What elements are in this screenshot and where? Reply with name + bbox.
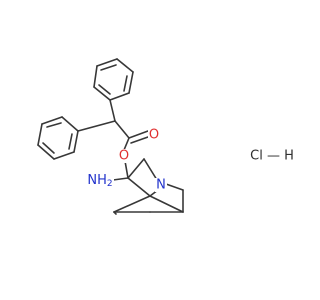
- bond-right-bottom-to-bridgehead: [149, 195, 184, 213]
- hydrochloride-label: Cl — H: [250, 149, 294, 164]
- bond-upper-phenyl-inner-1: [100, 64, 117, 71]
- bond-upper-phenyl-2: [116, 58, 134, 73]
- bond-lower-phenyl-to-ch: [77, 120, 116, 132]
- bond-lower-phenyl-inner-1: [46, 122, 62, 128]
- bond-n-to-right-ch2: [165, 183, 184, 191]
- amine-subscript: 2: [107, 179, 113, 189]
- amine-nh: NH: [87, 173, 107, 188]
- bond-upper-phenyl-6: [93, 65, 98, 88]
- bond-lower-phenyl-5: [37, 144, 55, 160]
- molecule-structure-diagram: O O NH2 N Cl — H: [37, 58, 294, 215]
- bond-carbonyl-double-2: [130, 136, 149, 144]
- bond-lower-phenyl-6: [37, 123, 43, 146]
- ester-oxygen-label: O: [119, 149, 129, 164]
- bond-lower-phenyl-3: [73, 130, 79, 153]
- bond-upper-phenyl-inner-2: [123, 75, 128, 92]
- bond-ch2-to-n: [143, 158, 158, 181]
- bond-lower-phenyl-1: [41, 116, 63, 125]
- bond-upper-phenyl-inner-3: [98, 84, 111, 95]
- bond-ester-o-to-cq: [124, 160, 129, 179]
- bond-upper-phenyl-to-ch: [109, 99, 116, 122]
- bond-cq-to-nh2: [112, 177, 129, 181]
- bond-bridgehead-to-left: [113, 195, 151, 213]
- bond-upper-phenyl-3: [128, 71, 134, 94]
- bond-upper-phenyl-1: [96, 58, 118, 67]
- bond-carbonyl-double-1: [128, 130, 149, 139]
- bond-upper-phenyl-5: [93, 86, 111, 101]
- atom-labels: O O NH2 N: [87, 128, 167, 193]
- bond-upper-phenyl-4: [109, 92, 130, 101]
- bond-cq-to-ch2-ring: [127, 158, 145, 179]
- bonds: [37, 58, 184, 215]
- bond-lower-phenyl-inner-2: [68, 133, 73, 150]
- bond-lower-phenyl-2: [61, 116, 79, 132]
- bond-lower-phenyl-4: [53, 151, 75, 160]
- bridgehead-nitrogen-label: N: [156, 178, 166, 193]
- bond-lower-phenyl-inner-3: [42, 142, 55, 154]
- amine-label: NH2: [87, 173, 112, 190]
- bond-cq-to-bridgehead: [127, 177, 151, 197]
- carbonyl-oxygen-label: O: [149, 128, 159, 143]
- bond-carbonyl-to-ester-o: [123, 137, 130, 151]
- bond-ch-to-carbonyl: [114, 120, 130, 139]
